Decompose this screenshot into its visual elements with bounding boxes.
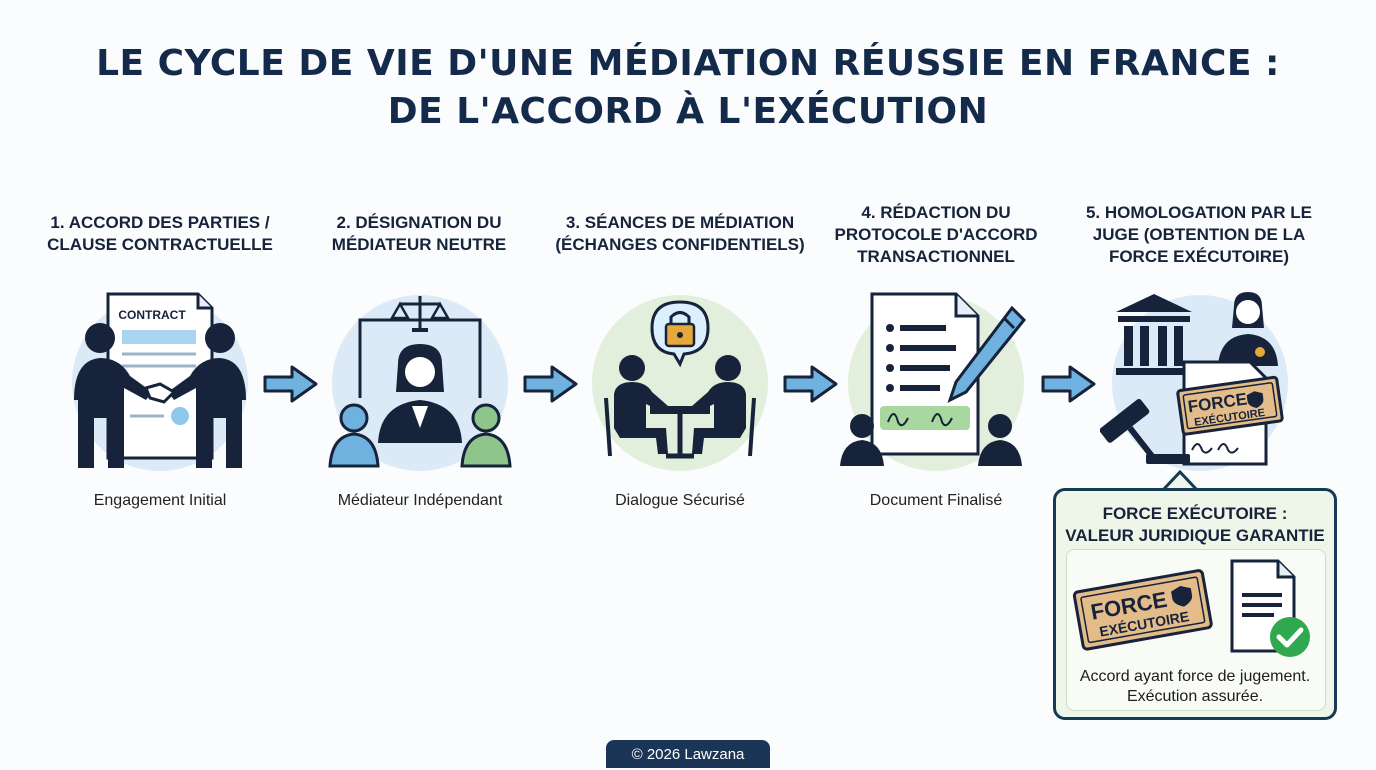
step-1-title-line-1: 1. ACCORD DES PARTIES / xyxy=(50,213,270,232)
callout-title-line-2: VALEUR JURIDIQUE GARANTIE xyxy=(1065,526,1325,545)
arrow-right-icon-1 xyxy=(263,365,318,403)
force-executoire-callout: FORCE EXÉCUTOIRE : VALEUR JURIDIQUE GARA… xyxy=(1053,488,1337,720)
page-title-line-2: DE L'ACCORD À L'EXÉCUTION xyxy=(387,91,989,132)
step-2-title-line-2: MÉDIATEUR NEUTRE xyxy=(331,235,507,254)
arrow-right-icon-4 xyxy=(1041,365,1096,403)
step-1-title-line-2: CLAUSE CONTRACTUELLE xyxy=(47,235,273,254)
page-title-line-1: LE CYCLE DE VIE D'UNE MÉDIATION RÉUSSIE … xyxy=(96,43,1280,84)
arrow-right-icon-3 xyxy=(783,365,838,403)
step-4-caption: Document Finalisé xyxy=(869,492,1003,509)
step-1-title: 1. ACCORD DES PARTIES / CLAUSE CONTRACTU… xyxy=(25,212,295,256)
callout-text-line-2: Exécution assurée. xyxy=(1126,688,1264,705)
step-2-title: 2. DÉSIGNATION DU MÉDIATEUR NEUTRE xyxy=(284,212,554,256)
step-5-title-line-2: JUGE (OBTENTION DE LA xyxy=(1092,225,1306,244)
step-2-caption: Médiateur Indépendant xyxy=(337,492,503,509)
step-4-title-line-3: TRANSACTIONNEL xyxy=(857,247,1015,266)
confidential-meeting-icon xyxy=(592,295,768,471)
step-5-title: 5. HOMOLOGATION PAR LE JUGE (OBTENTION D… xyxy=(1064,202,1334,268)
handshake-contract-icon: CONTRACT xyxy=(72,292,248,471)
step-3-title-line-2: (ÉCHANGES CONFIDENTIELS) xyxy=(555,235,805,254)
page-title: LE CYCLE DE VIE D'UNE MÉDIATION RÉUSSIE … xyxy=(0,40,1376,136)
step-4-title-line-1: 4. RÉDACTION DU xyxy=(861,203,1011,222)
signed-document-icon xyxy=(840,292,1027,471)
step-4-title-line-2: PROTOCOLE D'ACCORD xyxy=(834,225,1038,244)
callout-text: Accord ayant force de jugement. Exécutio… xyxy=(1056,667,1334,707)
arrow-right-icon-2 xyxy=(523,365,578,403)
step-3-title-line-1: 3. SÉANCES DE MÉDIATION xyxy=(565,213,795,232)
stamp-and-approved-document-icon: FORCE EXÉCUTOIRE xyxy=(1072,559,1310,657)
court-judge-icon: FORCE EXÉCUTOIRE xyxy=(1100,292,1288,471)
step-3-caption: Dialogue Sécurisé xyxy=(615,492,745,509)
step-2-title-line-1: 2. DÉSIGNATION DU xyxy=(336,213,502,232)
mediator-scales-icon xyxy=(328,295,512,471)
step-5-title-line-1: 5. HOMOLOGATION PAR LE xyxy=(1085,203,1313,222)
callout-text-line-1: Accord ayant force de jugement. xyxy=(1079,668,1311,685)
callout-pointer xyxy=(1160,470,1200,492)
step-3-title: 3. SÉANCES DE MÉDIATION (ÉCHANGES CONFID… xyxy=(545,212,815,256)
callout-title-line-1: FORCE EXÉCUTOIRE : xyxy=(1102,504,1288,523)
contract-label: CONTRACT xyxy=(118,308,186,322)
callout-title: FORCE EXÉCUTOIRE : VALEUR JURIDIQUE GARA… xyxy=(1056,503,1334,547)
copyright-badge: © 2026 Lawzana xyxy=(606,740,770,768)
step-5-title-line-3: FORCE EXÉCUTOIRE) xyxy=(1108,247,1290,266)
step-4-title: 4. RÉDACTION DU PROTOCOLE D'ACCORD TRANS… xyxy=(801,202,1071,268)
step-1-caption: Engagement Initial xyxy=(93,492,227,509)
